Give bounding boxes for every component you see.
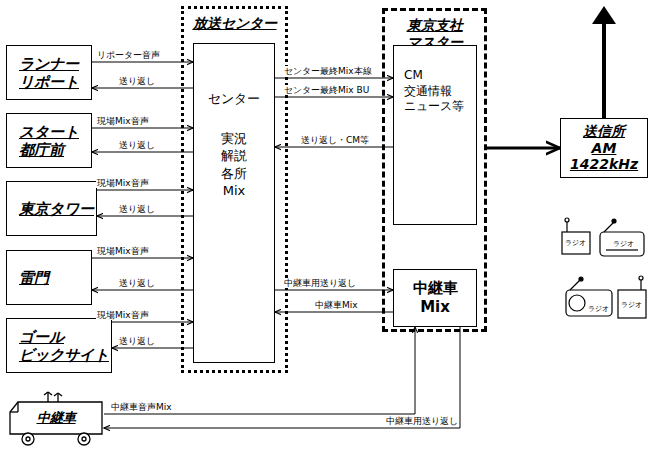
edge-label: 送り返し	[118, 278, 156, 288]
signal-connector	[97, 190, 193, 191]
node-box: 東京タワー	[6, 181, 97, 236]
signal-connector	[275, 147, 393, 148]
node-box: 送信所 AM 1422kHz	[560, 118, 648, 178]
node-text: 放送センター	[184, 15, 285, 32]
signal-connector	[275, 312, 393, 313]
node-text: 中継車	[413, 279, 458, 298]
radio-label: ラジオ	[588, 305, 609, 313]
radio-label: ラジオ	[613, 240, 634, 248]
edge-label: 送り返し・CM等	[300, 135, 370, 145]
node-box: 中継車	[8, 390, 104, 446]
signal-connector	[487, 147, 560, 150]
node-text: ランナー リポート	[19, 55, 79, 91]
edge-label: センター最終Mix本線	[283, 66, 373, 76]
signal-connector	[275, 97, 393, 98]
edge-label: 中継車Mix	[314, 300, 359, 310]
node-box: センター実況 解説 各所 Mix	[193, 43, 275, 363]
node-box: ゴール ビックサイト	[6, 318, 112, 373]
node-text: 送信所 AM 1422kHz	[570, 123, 638, 173]
signal-connector	[275, 290, 393, 291]
edge-label: 中継車用送り返し	[385, 416, 459, 426]
edge-label: リポーター音声	[96, 50, 161, 60]
edge-label: 現場Mix音声	[96, 178, 150, 188]
edge-label: 現場Mix音声	[96, 246, 150, 256]
node-text: Mix	[420, 298, 450, 317]
edge-label: 送り返し	[118, 336, 156, 346]
node-text: スタート 都庁前	[19, 123, 79, 159]
node-text: センター	[208, 90, 260, 108]
edge-label: 送り返し	[118, 140, 156, 150]
node-text: 中継車	[37, 409, 76, 427]
signal-connector	[92, 62, 193, 63]
node-box: CM 交通情報 ニュース等	[393, 45, 477, 225]
radio-label: ラジオ	[621, 301, 642, 309]
node-box: 放送センターセンター実況 解説 各所 Mix	[181, 6, 288, 373]
signal-connector	[92, 128, 193, 129]
node-box: スタート 都庁前	[6, 113, 92, 168]
node-text: 東京タワー	[19, 200, 94, 218]
signal-connector	[97, 216, 193, 217]
node-box: 中継車Mix	[393, 269, 477, 327]
radio-label: ラジオ	[565, 239, 586, 247]
edge-label: 現場Mix音声	[96, 116, 150, 126]
edge-label: 中継車用送り返し	[283, 278, 357, 288]
node-box: 東京支社 マスターCM 交通情報 ニュース等中継車Mix	[382, 8, 487, 332]
signal-connector	[92, 290, 193, 291]
node-box: ランナー リポート	[6, 45, 92, 100]
edge-label: センター最終Mix BU	[283, 85, 370, 95]
node-box: 雷門	[6, 250, 92, 305]
signal-connector	[275, 78, 393, 79]
edge-label: 中継車音声Mix	[110, 402, 173, 412]
signal-connector	[92, 152, 193, 153]
signal-connector	[92, 258, 193, 259]
edge-label: 送り返し	[118, 204, 156, 214]
signal-connector	[104, 327, 460, 428]
antenna-arrow	[592, 6, 616, 118]
radio-icon	[562, 218, 590, 254]
radio-icon	[600, 219, 644, 256]
radio-icon	[618, 276, 646, 318]
node-text: CM 交通情報 ニュース等	[404, 68, 464, 115]
node-text: ゴール ビックサイト	[19, 328, 109, 364]
radio-icon	[566, 277, 612, 316]
node-text: 雷門	[19, 269, 49, 287]
edge-label: 送り返し	[118, 76, 156, 86]
node-text: 実況 解説 各所 Mix	[221, 130, 247, 200]
signal-connector	[92, 88, 193, 89]
edge-label: 現場Mix音声	[96, 310, 150, 320]
